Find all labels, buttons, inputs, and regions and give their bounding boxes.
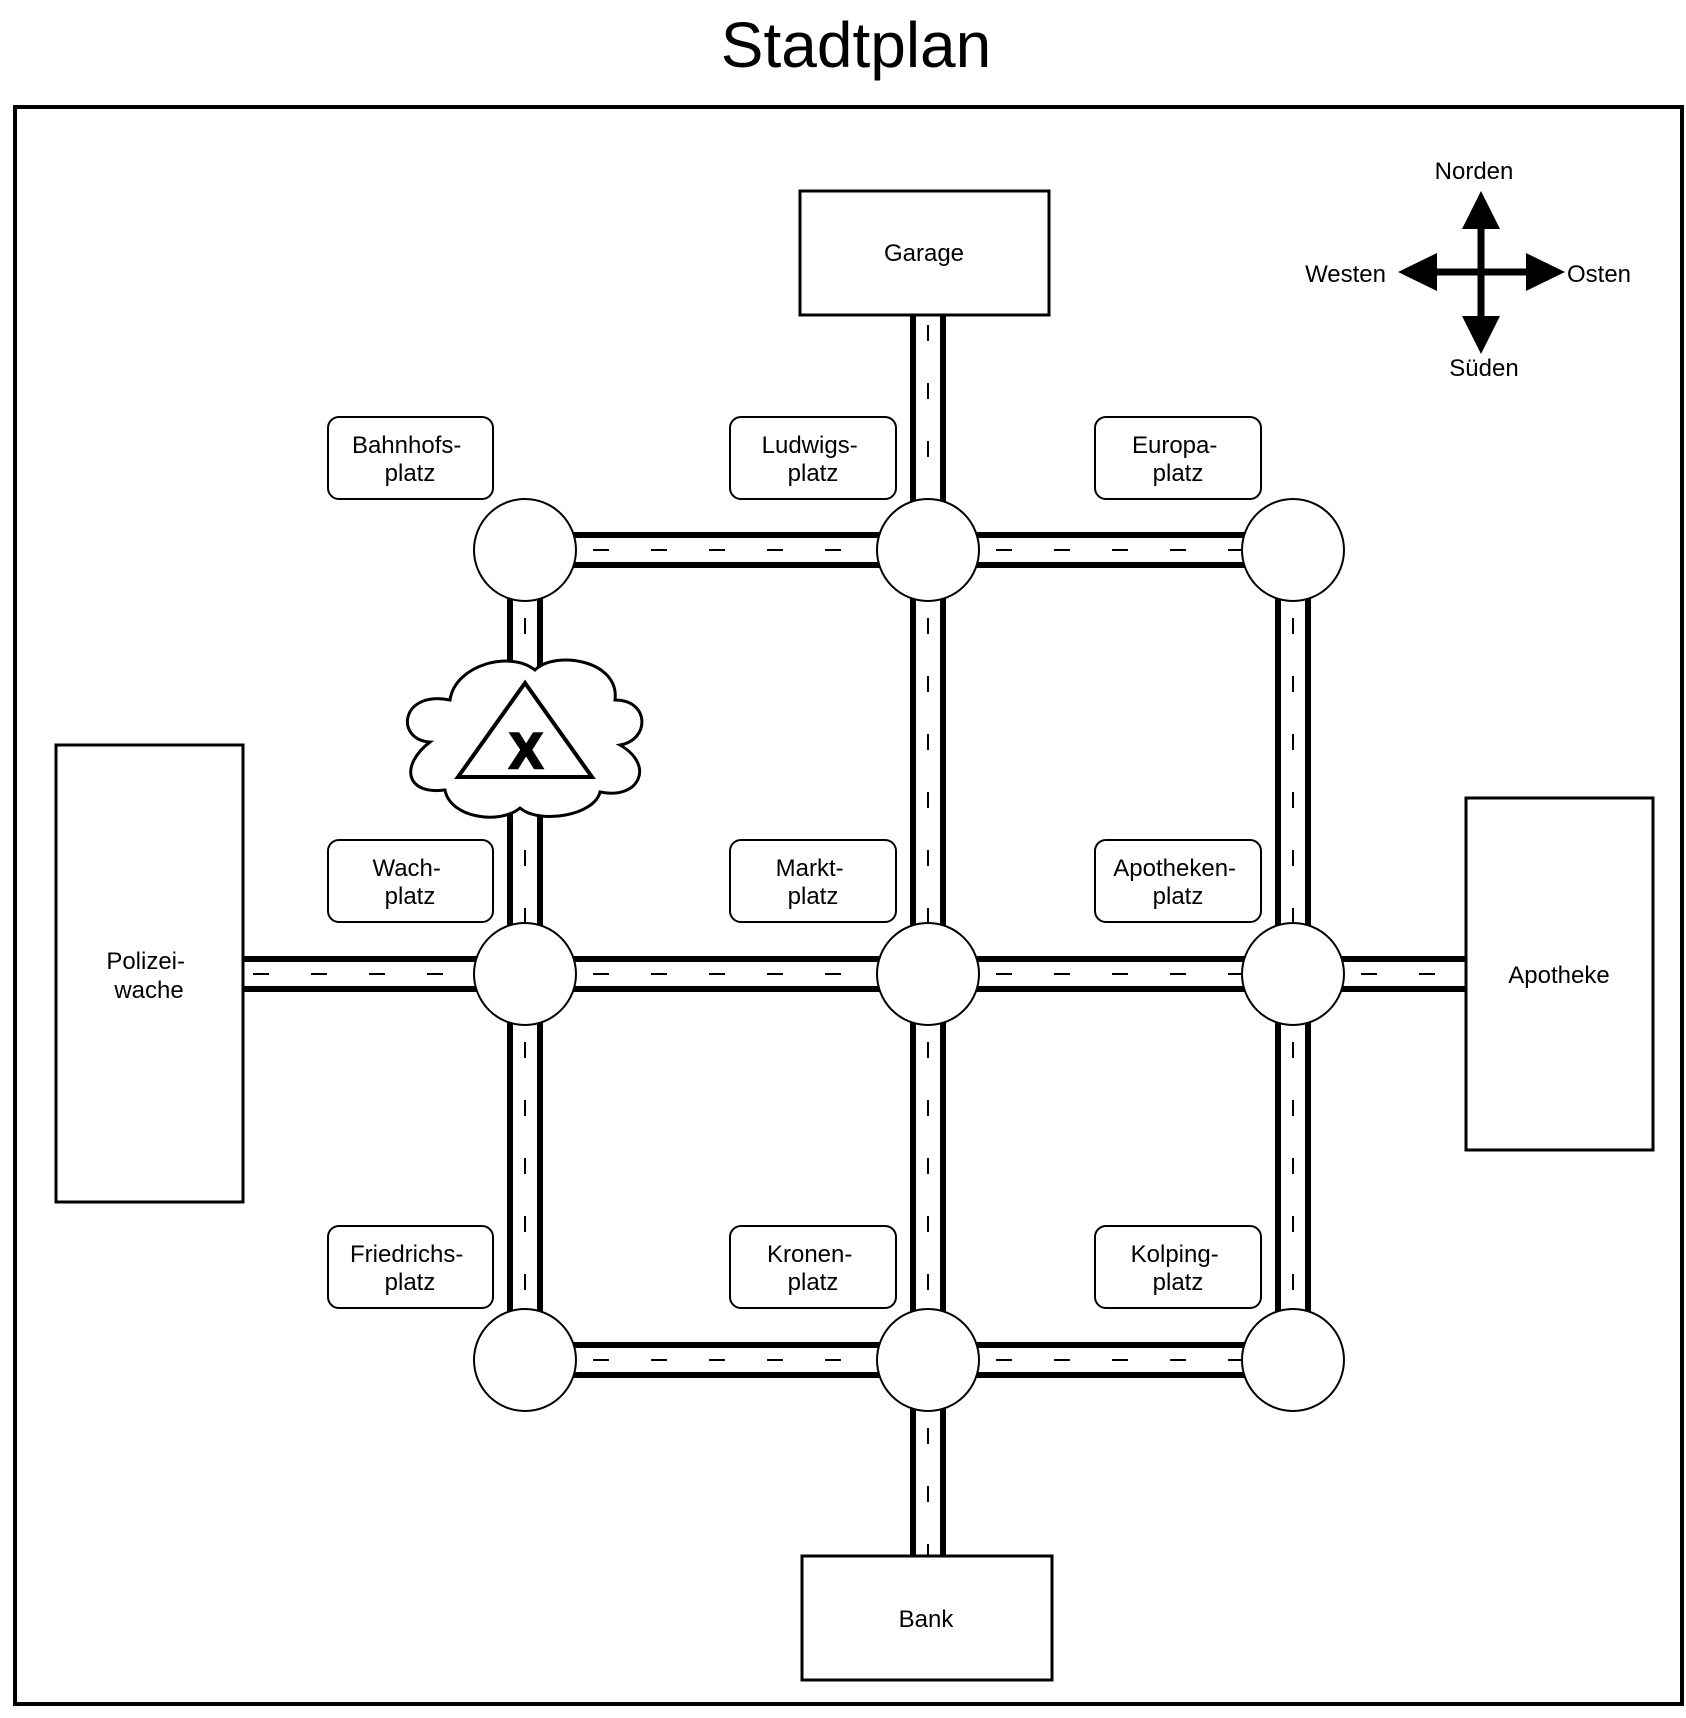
junction-wachplatz[interactable] — [473, 922, 577, 1026]
building-police-label: Polizei- wache — [106, 948, 191, 1004]
building-garage-label: Garage — [884, 240, 964, 267]
building-garage[interactable]: Garage — [798, 189, 1051, 317]
road-north-east — [928, 532, 1293, 568]
svg-text:Wach- platz: Wach- platz — [372, 855, 447, 910]
junction-kronenplatz[interactable] — [876, 1308, 980, 1412]
friedrichsplatz-line2: platz — [385, 1269, 436, 1296]
building-police-label-line1: Polizei- — [106, 948, 185, 975]
kolpingplatz-line1: Kolping- — [1131, 1241, 1219, 1268]
road-center-north — [910, 550, 946, 974]
compass-south-label: Süden — [1449, 355, 1518, 382]
kronenplatz-line2: platz — [788, 1269, 839, 1296]
building-pharmacy[interactable]: Apotheke — [1464, 796, 1655, 1152]
compass-east-label: Osten — [1567, 261, 1631, 288]
svg-text:Bahnhofs- platz: Bahnhofs- platz — [352, 432, 468, 487]
map-title: Stadtplan — [721, 9, 991, 81]
building-police-station[interactable]: Polizei- wache — [54, 743, 245, 1204]
road-south-east — [928, 1342, 1293, 1378]
building-police-label-line2: wache — [113, 977, 183, 1004]
square-label-ludwigsplatz: Ludwigs- platz — [729, 416, 897, 500]
wachplatz-line2: platz — [385, 883, 436, 910]
svg-text:Friedrichs- platz: Friedrichs- platz — [350, 1241, 470, 1296]
ludwigsplatz-line1: Ludwigs- — [762, 432, 858, 459]
svg-text:Kolping- platz: Kolping- platz — [1131, 1241, 1226, 1296]
kronenplatz-line1: Kronen- — [767, 1241, 852, 1268]
building-bank[interactable]: Bank — [800, 1554, 1054, 1682]
roads-layer — [243, 315, 1466, 1556]
kolpingplatz-line2: platz — [1153, 1269, 1204, 1296]
junction-marktplatz[interactable] — [876, 922, 980, 1026]
bahnhofsplatz-line1: Bahnhofs- — [352, 432, 461, 459]
svg-text:Kronen- platz: Kronen- platz — [767, 1241, 859, 1296]
square-label-marktplatz: Markt- platz — [729, 839, 897, 923]
compass-north-label: Norden — [1435, 158, 1514, 185]
wachplatz-line1: Wach- — [372, 855, 440, 882]
roadblock-hazard[interactable]: X — [405, 658, 644, 819]
marktplatz-line1: Markt- — [776, 855, 844, 882]
compass-arrows-icon — [1398, 191, 1565, 354]
building-bank-label: Bank — [899, 1606, 955, 1633]
junction-apothekenplatz[interactable] — [1241, 922, 1345, 1026]
marktplatz-line2: platz — [788, 883, 839, 910]
svg-text:Markt- platz: Markt- platz — [776, 855, 851, 910]
friedrichsplatz-line1: Friedrichs- — [350, 1241, 463, 1268]
road-middle-west — [525, 956, 928, 992]
square-label-kronenplatz: Kronen- platz — [729, 1225, 897, 1309]
junction-europaplatz[interactable] — [1241, 498, 1345, 602]
square-label-friedrichsplatz: Friedrichs- platz — [327, 1225, 494, 1309]
europaplatz-line2: platz — [1153, 460, 1204, 487]
road-middle-east — [928, 956, 1293, 992]
compass-west-label: Westen — [1305, 261, 1386, 288]
bahnhofsplatz-line2: platz — [385, 460, 436, 487]
square-label-bahnhofsplatz: Bahnhofs- platz — [327, 416, 494, 500]
square-label-wachplatz: Wach- platz — [327, 839, 494, 923]
junction-bahnhofsplatz[interactable] — [473, 498, 577, 602]
road-east-north — [1275, 550, 1311, 974]
building-pharmacy-label: Apotheke — [1508, 962, 1609, 989]
apothekenplatz-line1: Apotheken- — [1113, 855, 1236, 882]
square-label-europaplatz: Europa- platz — [1094, 416, 1262, 500]
hazard-symbol: X — [509, 723, 542, 779]
intersections-layer — [473, 498, 1345, 1412]
road-south-west — [525, 1342, 928, 1378]
road-center-south — [910, 974, 946, 1360]
apothekenplatz-line2: platz — [1153, 883, 1204, 910]
junction-kolpingplatz[interactable] — [1241, 1308, 1345, 1412]
junction-friedrichsplatz[interactable] — [473, 1308, 577, 1412]
square-label-kolpingplatz: Kolping- platz — [1094, 1225, 1262, 1309]
svg-text:Ludwigs- platz: Ludwigs- platz — [762, 432, 865, 487]
road-east-south — [1275, 974, 1311, 1360]
junction-ludwigsplatz[interactable] — [876, 498, 980, 602]
road-west-south — [507, 974, 543, 1360]
warning-triangle-icon — [454, 679, 596, 779]
svg-text:Europa- platz: Europa- platz — [1132, 432, 1224, 487]
road-north-west — [525, 532, 928, 568]
compass-rose: Norden Süden Westen Osten — [1305, 158, 1631, 382]
europaplatz-line1: Europa- — [1132, 432, 1217, 459]
ludwigsplatz-line2: platz — [788, 460, 839, 487]
svg-text:Apotheken- platz: Apotheken- platz — [1113, 855, 1242, 910]
square-label-apothekenplatz: Apotheken- platz — [1094, 839, 1262, 923]
